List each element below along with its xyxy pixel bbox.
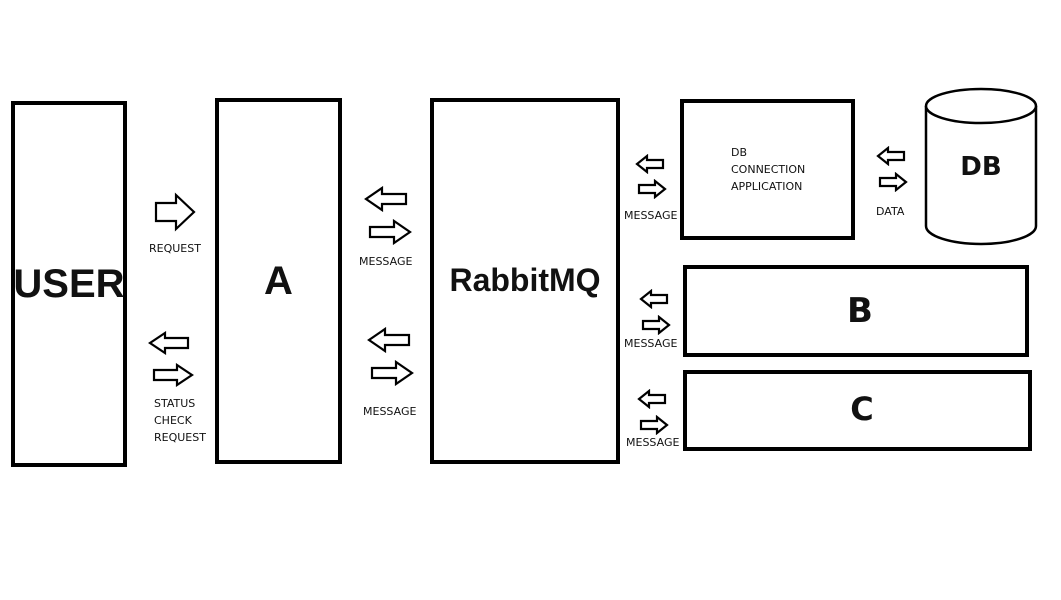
a-top-right-arrow-icon (368, 219, 412, 245)
rabbitmq-label: RabbitMQ (449, 261, 601, 298)
db-app-line-3: APPLICATION (731, 180, 803, 193)
c-left-arrow-icon (637, 389, 667, 409)
db-cylinder (924, 87, 1038, 246)
a-label: A (264, 258, 293, 303)
message-c-label: MESSAGE (626, 436, 680, 449)
b-left-arrow-icon (639, 289, 669, 309)
data-right-arrow-icon (878, 172, 908, 192)
status-right-arrow-icon (152, 363, 194, 387)
b-box (683, 265, 1029, 357)
db-connection-application-box (680, 99, 855, 240)
data-left-arrow-icon (876, 146, 906, 166)
db-app-line-2: CONNECTION (731, 163, 806, 176)
message-a-bottom-label: MESSAGE (363, 405, 417, 418)
c-right-arrow-icon (639, 415, 669, 435)
status-left-arrow-icon (148, 331, 190, 355)
b-label: B (847, 291, 873, 331)
message-dbapp-label: MESSAGE (624, 209, 678, 222)
status-line-1: STATUS (154, 397, 196, 410)
dbapp-left-arrow-icon (635, 154, 665, 174)
a-box (215, 98, 342, 464)
db-connection-application-label: DB CONNECTION APPLICATION (731, 144, 805, 195)
message-b-label: MESSAGE (624, 337, 678, 350)
c-box (683, 370, 1032, 451)
user-label: USER (13, 261, 125, 306)
a-bottom-left-arrow-icon (367, 327, 411, 353)
db-app-line-1: DB (731, 146, 748, 159)
user-box (11, 101, 127, 467)
status-line-2: CHECK (154, 414, 192, 427)
data-label: DATA (876, 205, 905, 218)
db-label: DB (960, 152, 1002, 182)
status-line-3: REQUEST (154, 431, 206, 444)
dbapp-right-arrow-icon (637, 179, 667, 199)
request-right-arrow-icon (154, 192, 196, 232)
status-check-request-label: STATUS CHECK REQUEST (154, 395, 206, 446)
c-label: C (850, 389, 874, 428)
a-top-left-arrow-icon (364, 186, 408, 212)
b-right-arrow-icon (641, 315, 671, 335)
message-a-top-label: MESSAGE (359, 255, 413, 268)
request-label: REQUEST (149, 242, 201, 255)
a-bottom-right-arrow-icon (370, 360, 414, 386)
rabbitmq-box (430, 98, 620, 464)
